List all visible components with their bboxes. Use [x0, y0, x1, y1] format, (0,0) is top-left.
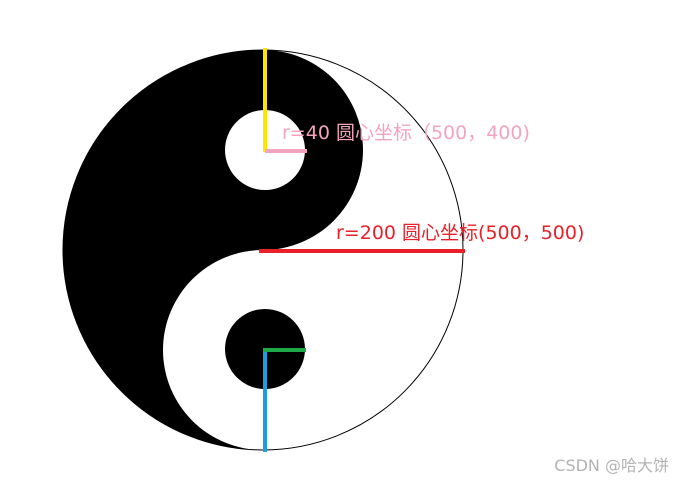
watermark-text: CSDN @哈大饼: [554, 456, 669, 475]
big-circle-label: r=200 圆心坐标(500，500): [336, 222, 585, 244]
small-circle-label: r=40 圆心坐标（500，400): [282, 122, 530, 144]
